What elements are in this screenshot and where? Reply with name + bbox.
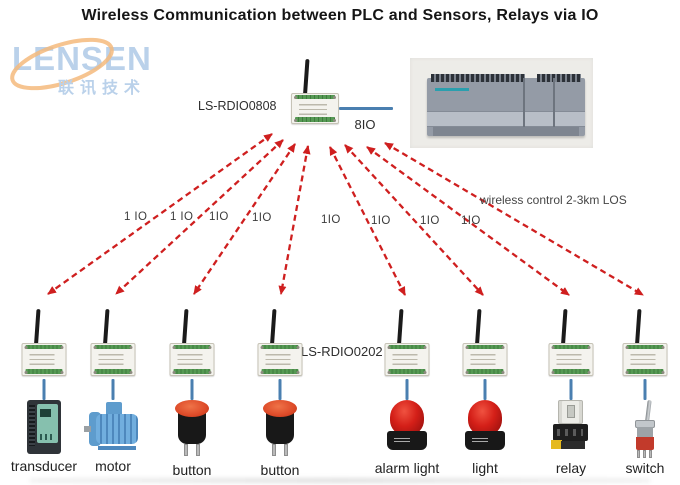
light-device (465, 400, 505, 452)
alarm-light-device (387, 400, 427, 452)
radio-box (21, 343, 67, 376)
remote-node-light: light (455, 306, 515, 482)
io-label: 1IO (420, 215, 440, 227)
radio-box (622, 343, 668, 376)
io-label: 1 IO (124, 211, 148, 223)
device-label: button (260, 462, 300, 478)
io-label: 1IO (209, 211, 229, 223)
remote-node-button1: button (162, 306, 222, 482)
module-print (299, 104, 327, 117)
hub-model-label: LS-RDIO0808 (198, 99, 277, 113)
device-label: button (172, 462, 212, 478)
antenna-icon (34, 308, 41, 346)
io-label: 1IO (371, 215, 391, 227)
device-label: light (472, 460, 498, 476)
remote-node-switch: switch (615, 306, 675, 482)
io-label: 1IO (252, 212, 272, 224)
io-label: 1 IO (170, 211, 194, 223)
io-wire (569, 379, 573, 400)
logo-brand-text: LENSEN (12, 40, 152, 77)
push-button-device (262, 400, 298, 456)
antenna-icon (182, 308, 189, 346)
radio-box (169, 343, 215, 376)
plc-module-divider (523, 78, 525, 136)
plc-photo (410, 58, 593, 148)
io-wire (278, 379, 282, 400)
io-wire (111, 379, 115, 400)
remote-node-button2: button (250, 306, 310, 482)
radio-box (291, 93, 339, 124)
lensen-logo: LENSEN 联讯技术 (6, 36, 166, 98)
device-label: transducer (10, 458, 78, 474)
io-wire (643, 379, 647, 400)
plc-vents (537, 74, 581, 82)
terminal-strip (295, 95, 335, 99)
link-arrow-alarm (328, 146, 407, 296)
toggle-switch-device (631, 399, 659, 458)
link-arrow-button2 (278, 145, 311, 295)
push-button-device (174, 400, 210, 456)
io-wire (483, 379, 487, 400)
transducer-device (27, 400, 61, 454)
link-arrow-transducer (47, 133, 273, 295)
device-label: switch (625, 460, 665, 476)
device-label: relay (555, 460, 587, 476)
io-label: 1IO (461, 215, 481, 227)
plc-module-divider (553, 78, 555, 136)
antenna-icon (561, 308, 568, 346)
plc-terminal-band (427, 111, 585, 127)
plc-brand-mark (435, 88, 469, 91)
radio-box (257, 343, 303, 376)
io-label: 1IO (321, 214, 341, 226)
io-wire (405, 379, 409, 400)
device-label: motor (95, 458, 131, 474)
io-wire (42, 379, 46, 400)
device-label: alarm light (374, 460, 440, 476)
diagram-title: Wireless Communication between PLC and S… (81, 7, 599, 24)
plc-body (427, 74, 585, 136)
radio-box (384, 343, 430, 376)
terminal-strip (295, 117, 335, 122)
motor-device (84, 400, 142, 450)
io-wire (190, 379, 194, 400)
remote-node-motor: motor (83, 306, 143, 482)
floor-shadow (30, 478, 650, 483)
antenna-icon (397, 308, 404, 346)
relay-device (551, 400, 591, 454)
remote-node-relay: relay (541, 306, 601, 482)
remote-model-label: LS-RDIO0202 (301, 344, 383, 359)
antenna-icon (303, 58, 310, 96)
antenna-icon (270, 308, 277, 346)
plc-vents (431, 74, 525, 82)
antenna-icon (475, 308, 482, 346)
radio-box (462, 343, 508, 376)
antenna-icon (103, 308, 110, 346)
antenna-icon (635, 308, 642, 346)
plc-base (433, 127, 579, 136)
radio-box (90, 343, 136, 376)
hub-plc-wire (339, 107, 393, 110)
range-note: wireless control 2-3km LOS (480, 193, 627, 207)
logo-subtitle-text: 联讯技术 (58, 80, 147, 97)
radio-box (548, 343, 594, 376)
remote-node-transducer: transducer (11, 306, 77, 482)
remote-node-alarm-light: alarm light (375, 306, 439, 482)
bus-io-label: 8IO (354, 117, 376, 132)
